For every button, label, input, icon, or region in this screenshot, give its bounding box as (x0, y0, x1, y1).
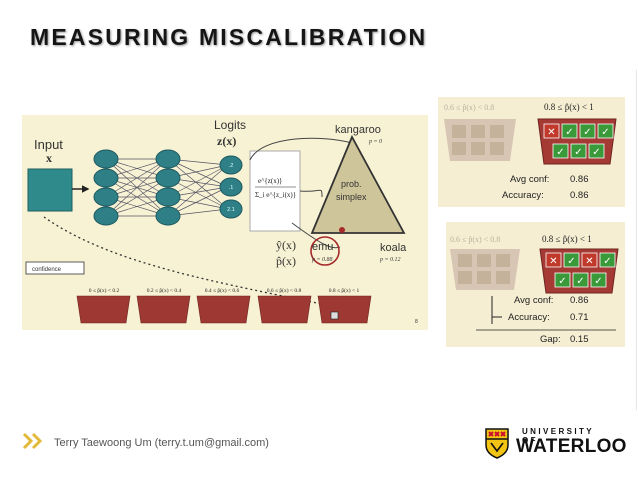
avg-conf-value: 0.86 (570, 295, 589, 306)
svg-text:✓: ✓ (567, 256, 575, 267)
softmax-numerator: e^{z(x)} (258, 177, 282, 185)
confidence-bin (136, 295, 191, 324)
page-number: 8 (415, 319, 418, 325)
phat-label: p̂(x) (276, 254, 296, 268)
chevron-right-icon (22, 432, 43, 450)
softmax-denominator: Σ_i e^{z_i(x)} (255, 191, 296, 199)
simplex-label-1: prob. (341, 179, 362, 189)
class-emu-p: p = 0.88 (311, 257, 333, 263)
correct-sample (570, 143, 587, 159)
correct-sample (563, 252, 580, 268)
gap-label: Gap: (540, 334, 561, 345)
svg-text:✕: ✕ (547, 127, 555, 138)
emu-highlight (310, 236, 340, 266)
avg-conf-label: Avg conf: (514, 295, 553, 306)
bin-label: 0.2 ≤ p̂(x) < 0.4 (147, 287, 182, 294)
confidence-bin (317, 295, 372, 324)
svg-text:✓: ✓ (565, 127, 573, 138)
svg-text:✕: ✕ (549, 256, 557, 267)
correct-sample (554, 272, 571, 288)
slide-edge-divider (636, 70, 637, 410)
wrong-sample (545, 252, 562, 268)
bin-left-label: 0.6 ≤ p̂(x) < 0.8 (450, 235, 500, 244)
simplex-label-2: simplex (336, 192, 367, 202)
miscalibrated-panel: 0.6 ≤ p̂(x) < 0.8 0.8 ≤ p̂(x) < 1 ✕ ✓ ✕ … (446, 222, 625, 347)
logit-value: .1 (229, 185, 234, 191)
probability-simplex (310, 134, 406, 234)
svg-text:✓: ✓ (601, 127, 609, 138)
bin-label: 0.4 ≤ p̂(x) < 0.6 (205, 287, 240, 294)
logo-university-of: UNIVERSITY OF (522, 427, 594, 445)
calibrated-panel: 0.6 ≤ p̂(x) < 0.8 0.8 ≤ p̂(x) < 1 ✕ ✓ ✓ … (438, 97, 625, 207)
gap-value: 0.15 (570, 334, 589, 345)
svg-text:✓: ✓ (583, 127, 591, 138)
accuracy-value: 0.71 (570, 312, 589, 323)
hidden-layer-2 (155, 149, 181, 226)
class-koala-p: p = 0.12 (379, 257, 401, 263)
accuracy-value: 0.86 (570, 190, 589, 201)
correct-sample (597, 123, 614, 139)
confidence-bin (76, 295, 131, 324)
wrong-sample (543, 123, 560, 139)
svg-text:✓: ✓ (603, 256, 611, 267)
logo-waterloo: WATERLOO (516, 436, 627, 457)
class-emu: emu (312, 241, 333, 253)
svg-text:✓: ✓ (558, 276, 566, 287)
avg-conf-label: Avg conf: (510, 174, 549, 185)
hidden-layer-1 (93, 149, 119, 226)
confidence-label: confidence (32, 267, 62, 273)
correct-sample (572, 272, 589, 288)
accuracy-label: Accuracy: (502, 190, 544, 201)
svg-text:✕: ✕ (585, 256, 593, 267)
correct-sample (588, 143, 605, 159)
correct-sample (561, 123, 578, 139)
confidence-bin (257, 295, 312, 324)
softmax-box (249, 150, 301, 232)
svg-text:✓: ✓ (592, 147, 600, 158)
confidence-bin (196, 295, 251, 324)
correct-sample (599, 252, 616, 268)
bin-label: 0 ≤ p̂(x) < 0.2 (89, 287, 120, 294)
bin-right-label: 0.8 ≤ p̂(x) < 1 (544, 102, 594, 112)
author-credit: Terry Taewoong Um (terry.t.um@gmail.com) (54, 437, 269, 449)
wrong-sample (581, 252, 598, 268)
class-koala: koala (380, 242, 407, 254)
input-image (27, 168, 73, 212)
svg-text:✓: ✓ (556, 147, 564, 158)
svg-text:✓: ✓ (576, 276, 584, 287)
input-var: x (46, 151, 52, 165)
class-kangaroo-p: p = 0 (368, 139, 382, 145)
university-logo: UNIVERSITY OF WATERLOO (484, 423, 626, 463)
avg-conf-value: 0.86 (570, 174, 589, 185)
correct-sample (590, 272, 607, 288)
network-diagram: Input x .2 .1 2.1 (22, 115, 428, 330)
bin-left-label: 0.6 ≤ p̂(x) < 0.8 (444, 103, 494, 112)
correct-sample (579, 123, 596, 139)
logit-value: .2 (229, 163, 234, 169)
input-label: Input (34, 137, 63, 152)
logits-var: z(x) (217, 134, 236, 148)
correct-sample (552, 143, 569, 159)
bin-right-label: 0.8 ≤ p̂(x) < 1 (542, 234, 592, 244)
yhat-label: ŷ(x) (276, 238, 296, 252)
svg-text:✓: ✓ (594, 276, 602, 287)
slide-title: MEASURING MISCALIBRATION (30, 24, 428, 50)
sample-in-bin (330, 311, 339, 320)
confidence-box (25, 261, 85, 275)
bin-label: 0.6 ≤ p̂(x) < 0.8 (267, 287, 302, 294)
class-kangaroo: kangaroo (335, 124, 381, 136)
logit-layer (219, 155, 243, 219)
accuracy-label: Accuracy: (508, 312, 550, 323)
logits-label: Logits (214, 118, 246, 132)
bin-label: 0.8 ≤ p̂(x) < 1 (329, 287, 360, 294)
shield-icon (485, 428, 509, 459)
svg-text:✓: ✓ (574, 147, 582, 158)
logit-value: 2.1 (227, 207, 235, 213)
